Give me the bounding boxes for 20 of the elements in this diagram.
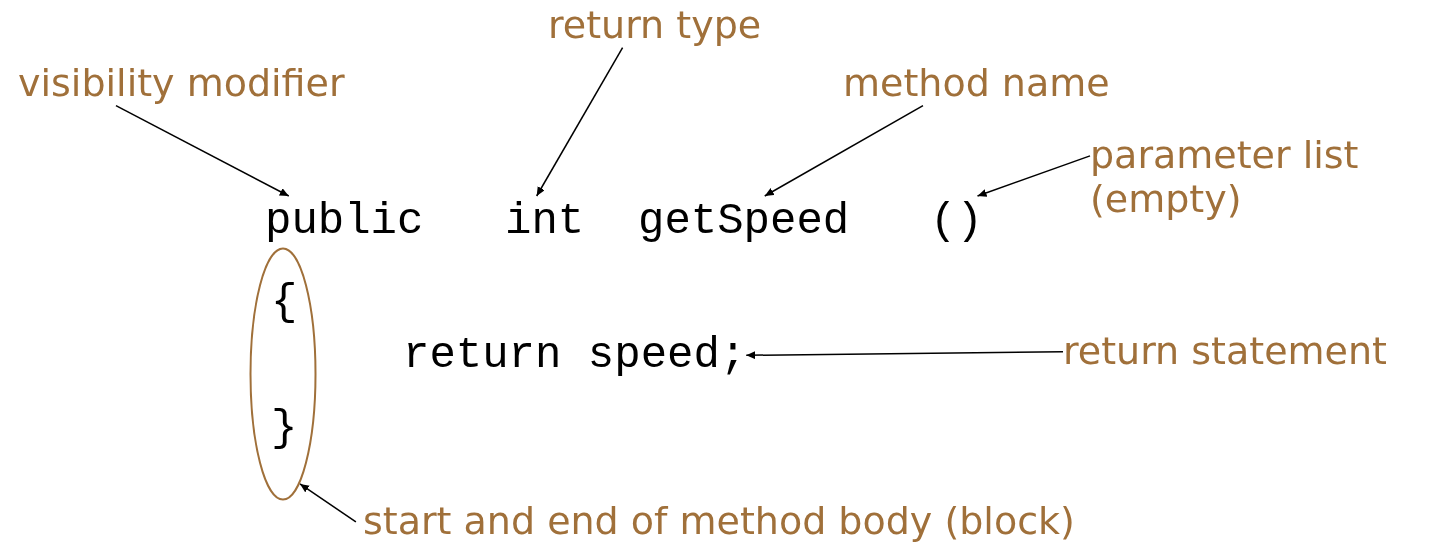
callout-label: start and end of method body (block) (363, 500, 1075, 544)
leader-arrow (976, 155, 1091, 197)
callout-label: method name (843, 62, 1110, 106)
parentheses-code: () (930, 196, 983, 247)
leader-arrow (745, 351, 1064, 360)
callout-label: visibility modifier (18, 62, 345, 106)
leader-arrow (764, 104, 924, 197)
callout-label: return statement (1063, 330, 1387, 374)
leader-arrow (115, 104, 290, 197)
brace-ellipse (249, 247, 317, 501)
method-name-code: getSpeed (638, 196, 850, 247)
brace-code: } (271, 403, 298, 454)
statement-code: return speed; (403, 330, 747, 381)
leader-arrow (299, 483, 357, 523)
code-keyword: int (505, 196, 585, 247)
callout-label: return type (548, 4, 762, 48)
leader-arrow (535, 46, 624, 197)
brace-code: { (271, 277, 298, 328)
callout-label: parameter list (empty) (1090, 134, 1400, 222)
code-keyword: public (265, 196, 424, 247)
